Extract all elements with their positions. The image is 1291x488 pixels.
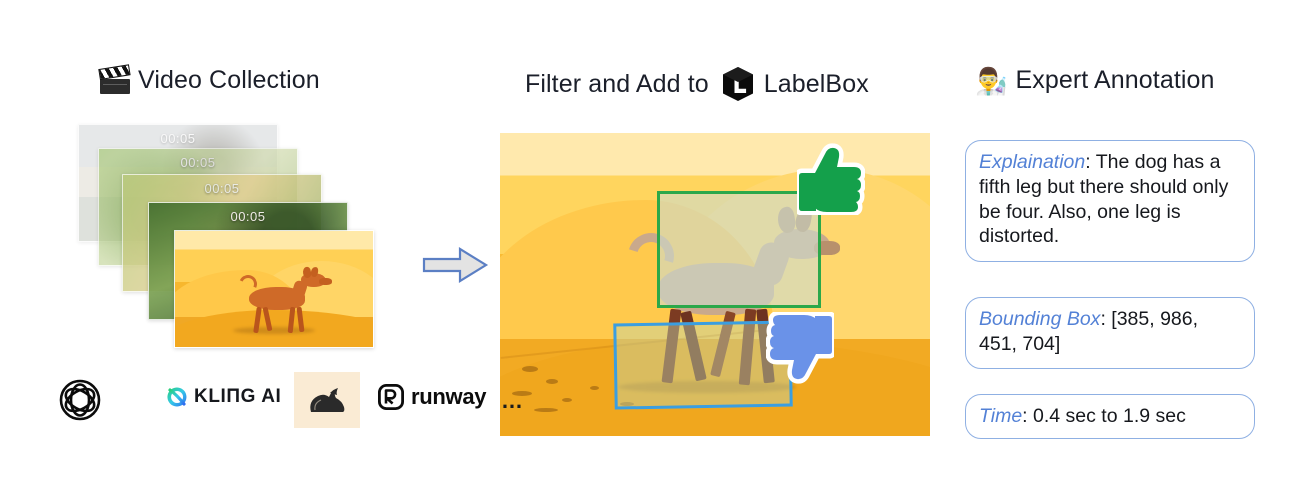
desert-background [175, 231, 373, 347]
video-duration-label: 00:05 [204, 181, 240, 196]
video-duration-label: 00:05 [180, 155, 216, 170]
annotation-sep: : [1022, 405, 1034, 427]
header-filter-and-add: Filter and Add to LabelBox [525, 66, 869, 102]
runway-label: runway [411, 384, 487, 409]
header-expert-label: Expert Annotation [1015, 66, 1215, 94]
green-bounding-box[interactable] [657, 191, 821, 308]
kling-mark-icon [167, 387, 187, 407]
annotation-key-time: Time [979, 405, 1023, 427]
hailuo-rabbit-logo[interactable] [294, 372, 360, 428]
annotation-value-time: 0.4 sec to 1.9 sec [1033, 405, 1186, 427]
labelbox-cube-icon [722, 67, 753, 101]
openai-logo[interactable] [58, 378, 102, 422]
more-logos-ellipsis: … [501, 388, 525, 413]
openai-logo-icon [59, 379, 101, 421]
model-logo-row: KLIПG AI runway … [58, 372, 523, 428]
header-expert-annotation: 👨‍🔬 Expert Annotation [975, 66, 1215, 95]
clapperboard-icon [98, 63, 131, 94]
annotation-card-bounding-box: Bounding Box: [385, 986, 451, 704] [965, 297, 1255, 369]
video-thumbnail-selected[interactable] [174, 230, 374, 348]
runway-logo[interactable]: runway [378, 384, 487, 410]
kling-ai-logo[interactable]: KLIПG AI [166, 386, 281, 408]
header-video-collection: Video Collection [98, 63, 320, 95]
header-video-collection-label: Video Collection [138, 66, 320, 94]
runway-mark-icon [378, 384, 404, 410]
annotation-value-bounding-box: [385, 986, 451, 704] [979, 308, 1199, 355]
annotation-sep: : [1085, 151, 1096, 173]
dog-figure [227, 265, 337, 339]
video-collection-stack: 00:05 00:05 00:05 00:05 [78, 122, 408, 372]
right-arrow-icon [422, 247, 489, 283]
scientist-emoji-icon: 👨‍🔬 [975, 65, 1008, 96]
annotation-value-explanation: The dog has a fifth leg but there should… [979, 151, 1229, 248]
thumbs-up-icon[interactable] [797, 141, 865, 215]
thumbs-down-icon[interactable] [766, 312, 834, 386]
annotation-card-time: Time: 0.4 sec to 1.9 sec [965, 394, 1255, 439]
video-duration-label: 00:05 [160, 131, 196, 146]
header-filter-label: Filter and Add to [525, 69, 709, 98]
annotation-card-explanation: Explaination: The dog has a fifth leg bu… [965, 140, 1255, 262]
annotation-key-explanation: Explaination [979, 151, 1086, 173]
rabbit-icon [310, 388, 345, 412]
kling-ai-label: KLIПG AI [194, 386, 282, 407]
annotation-sep: : [1100, 308, 1112, 330]
video-duration-label: 00:05 [230, 209, 266, 224]
header-labelbox-brand: LabelBox [763, 69, 869, 98]
annotation-key-bounding-box: Bounding Box [979, 308, 1101, 330]
